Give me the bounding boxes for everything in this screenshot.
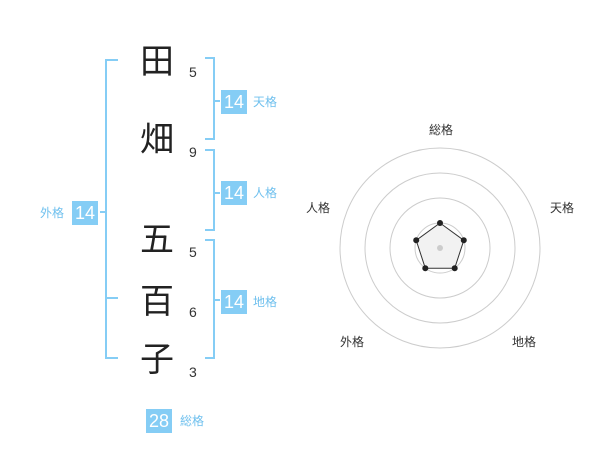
radar-axis-label-jinkaku: 人格	[305, 201, 330, 215]
jinkaku-value-badge: 14	[221, 181, 247, 205]
soukaku-label: 総格	[180, 414, 205, 428]
radar-ring-4	[339, 147, 541, 349]
name-char-5: 子	[140, 340, 174, 380]
jinkaku-bracket	[205, 149, 215, 231]
name-char-1: 田	[140, 42, 174, 82]
radar-point-3	[451, 265, 458, 272]
chikaku-label: 地格	[253, 295, 278, 309]
radar-axis-label-gaikaku: 外格	[339, 335, 364, 349]
radar-ring-3	[364, 172, 516, 324]
radar-point-2	[460, 237, 467, 244]
radar-axis-label-chikaku: 地格	[511, 335, 536, 349]
radar-point-1	[437, 220, 443, 226]
chikaku-value-badge: 14	[221, 290, 247, 314]
jinkaku-label: 人格	[253, 186, 278, 200]
radar-axis-label-soukaku: 総格	[428, 123, 453, 137]
tenkaku-bracket	[205, 57, 215, 140]
tenkaku-label: 天格	[253, 95, 278, 109]
gaikaku-bracket	[105, 59, 118, 359]
name-char-4: 百	[140, 282, 174, 322]
soukaku-value-badge: 28	[146, 409, 172, 433]
radar-point-4	[422, 265, 429, 272]
stroke-count-3: 5	[189, 244, 197, 260]
stroke-count-1: 5	[189, 64, 197, 80]
radar-ring-2	[389, 197, 491, 299]
radar-point-5	[413, 237, 420, 244]
gaikaku-label: 外格	[40, 206, 65, 220]
stroke-count-2: 9	[189, 144, 197, 160]
radar-center-dot	[437, 245, 443, 251]
name-char-2: 畑	[140, 120, 174, 160]
name-char-3: 五	[140, 220, 174, 260]
stroke-count-5: 3	[189, 364, 197, 380]
stroke-count-4: 6	[189, 304, 197, 320]
tenkaku-value-badge: 14	[221, 90, 247, 114]
gaikaku-value-badge: 14	[72, 201, 98, 225]
radar-axis-label-tenkaku: 天格	[549, 201, 574, 215]
